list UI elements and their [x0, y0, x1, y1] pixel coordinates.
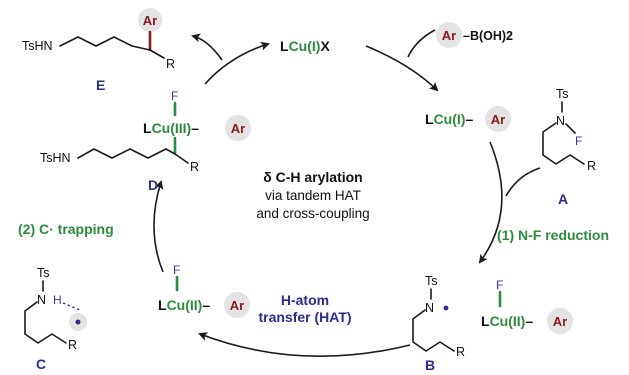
ar-highlight	[547, 308, 573, 334]
catalyst-cu: Cu(I)	[289, 38, 321, 54]
step2-c-trapping: (2) C· trapping	[18, 221, 114, 237]
lcuar-l: L	[425, 111, 434, 127]
e-tshn: TsHN	[22, 39, 53, 53]
lcu-i-aryl: LCu(I)– Ar	[425, 106, 511, 132]
c-dash: –	[202, 297, 210, 313]
species-d: F LCu(III)– Ar TsHN R D	[40, 89, 251, 193]
b-dash: –	[525, 313, 533, 329]
d-ar: Ar	[231, 121, 245, 136]
lcuar-ar: Ar	[491, 112, 505, 127]
e-label: E	[96, 77, 105, 93]
b-l: L	[481, 313, 490, 329]
a-f: F	[575, 134, 582, 148]
boronic-suffix: –B(OH)2	[463, 29, 513, 43]
aryl-boronic-acid: Ar –B(OH)2	[436, 22, 513, 48]
d-tshn: TsHN	[40, 151, 71, 165]
svg-text:LCu(III)–: LCu(III)–	[143, 120, 199, 136]
b-ar: Ar	[553, 314, 567, 329]
c-r: R	[68, 338, 77, 352]
arrow-b-to-c	[198, 332, 411, 357]
svg-text:LCu(II)–: LCu(II)–	[481, 313, 533, 329]
cycle-arrows	[153, 29, 541, 357]
e-ar: Ar	[143, 13, 157, 28]
d-f: F	[171, 89, 178, 103]
c-f: F	[173, 263, 180, 277]
catalyst-lcu-i-x: LCu(I)X	[280, 38, 330, 54]
catalyst-l: L	[280, 38, 289, 54]
c-n: N	[37, 293, 46, 307]
c-label: C	[36, 356, 46, 372]
c-l: L	[158, 297, 167, 313]
a-ts: Ts	[556, 87, 569, 101]
species-e: Ar TsHN R E	[22, 8, 175, 93]
center-title: δ C-H arylation	[263, 169, 363, 185]
arrow-e-out	[191, 33, 223, 61]
b-n: N	[425, 301, 434, 315]
a-label: A	[558, 191, 568, 207]
arrow-a-in	[505, 167, 541, 197]
n-radical-dot	[443, 305, 449, 311]
hat-line2: transfer (HAT)	[258, 309, 351, 325]
c-h: H	[53, 293, 62, 307]
b-ts: Ts	[425, 274, 438, 288]
step1-n-f-reduction: (1) N-F reduction	[497, 227, 609, 243]
species-b: Ts N R B F LCu(II)– Ar	[412, 274, 573, 373]
ar-highlight	[138, 8, 162, 32]
svg-text:LCu(I)X: LCu(I)X	[280, 38, 330, 54]
a-r: R	[587, 159, 596, 173]
d-label: D	[148, 177, 158, 193]
e-r: R	[166, 57, 175, 71]
svg-text:LCu(I)–: LCu(I)–	[425, 111, 473, 127]
b-label: B	[425, 357, 435, 373]
center-line3: and cross-coupling	[256, 206, 369, 221]
b-cu: Cu(II)	[490, 313, 526, 329]
ar-highlight	[436, 22, 462, 48]
arrow-catalyst-to-lcuar	[365, 45, 439, 92]
d-r: R	[190, 160, 199, 174]
ar-highlight	[225, 115, 251, 141]
c-radical-dot	[75, 319, 81, 325]
d-l: L	[143, 120, 152, 136]
c-ar: Ar	[230, 298, 244, 313]
arrow-d-to-catalyst	[204, 41, 270, 85]
boronic-ar: Ar	[442, 28, 456, 43]
species-c: Ts N H R C F LCu(II)– Ar	[24, 263, 250, 372]
center-caption: δ C-H arylation via tandem HAT and cross…	[256, 169, 369, 221]
arrow-c-to-d	[153, 180, 164, 273]
a-n: N	[556, 114, 565, 128]
species-a: Ts N F R A	[542, 87, 596, 207]
lcuar-cu: Cu(I)	[434, 111, 466, 127]
d-cu: Cu(III)	[152, 120, 192, 136]
svg-text:LCu(II)–: LCu(II)–	[158, 297, 210, 313]
d-dash: –	[191, 120, 199, 136]
c-cu: Cu(II)	[167, 297, 203, 313]
arrow-lcuar-to-b	[478, 141, 503, 264]
hat-hbond	[62, 302, 81, 311]
catalyst-x: X	[320, 38, 330, 54]
arrow-boronic-in	[407, 29, 436, 58]
ar-highlight	[485, 106, 511, 132]
hat-line1: H-atom	[281, 292, 329, 308]
c-ts: Ts	[37, 266, 50, 280]
ar-highlight	[224, 292, 250, 318]
b-f: F	[496, 278, 503, 292]
center-line2: via tandem HAT	[265, 188, 361, 203]
lcuar-dash: –	[465, 111, 473, 127]
b-r: R	[456, 345, 465, 359]
